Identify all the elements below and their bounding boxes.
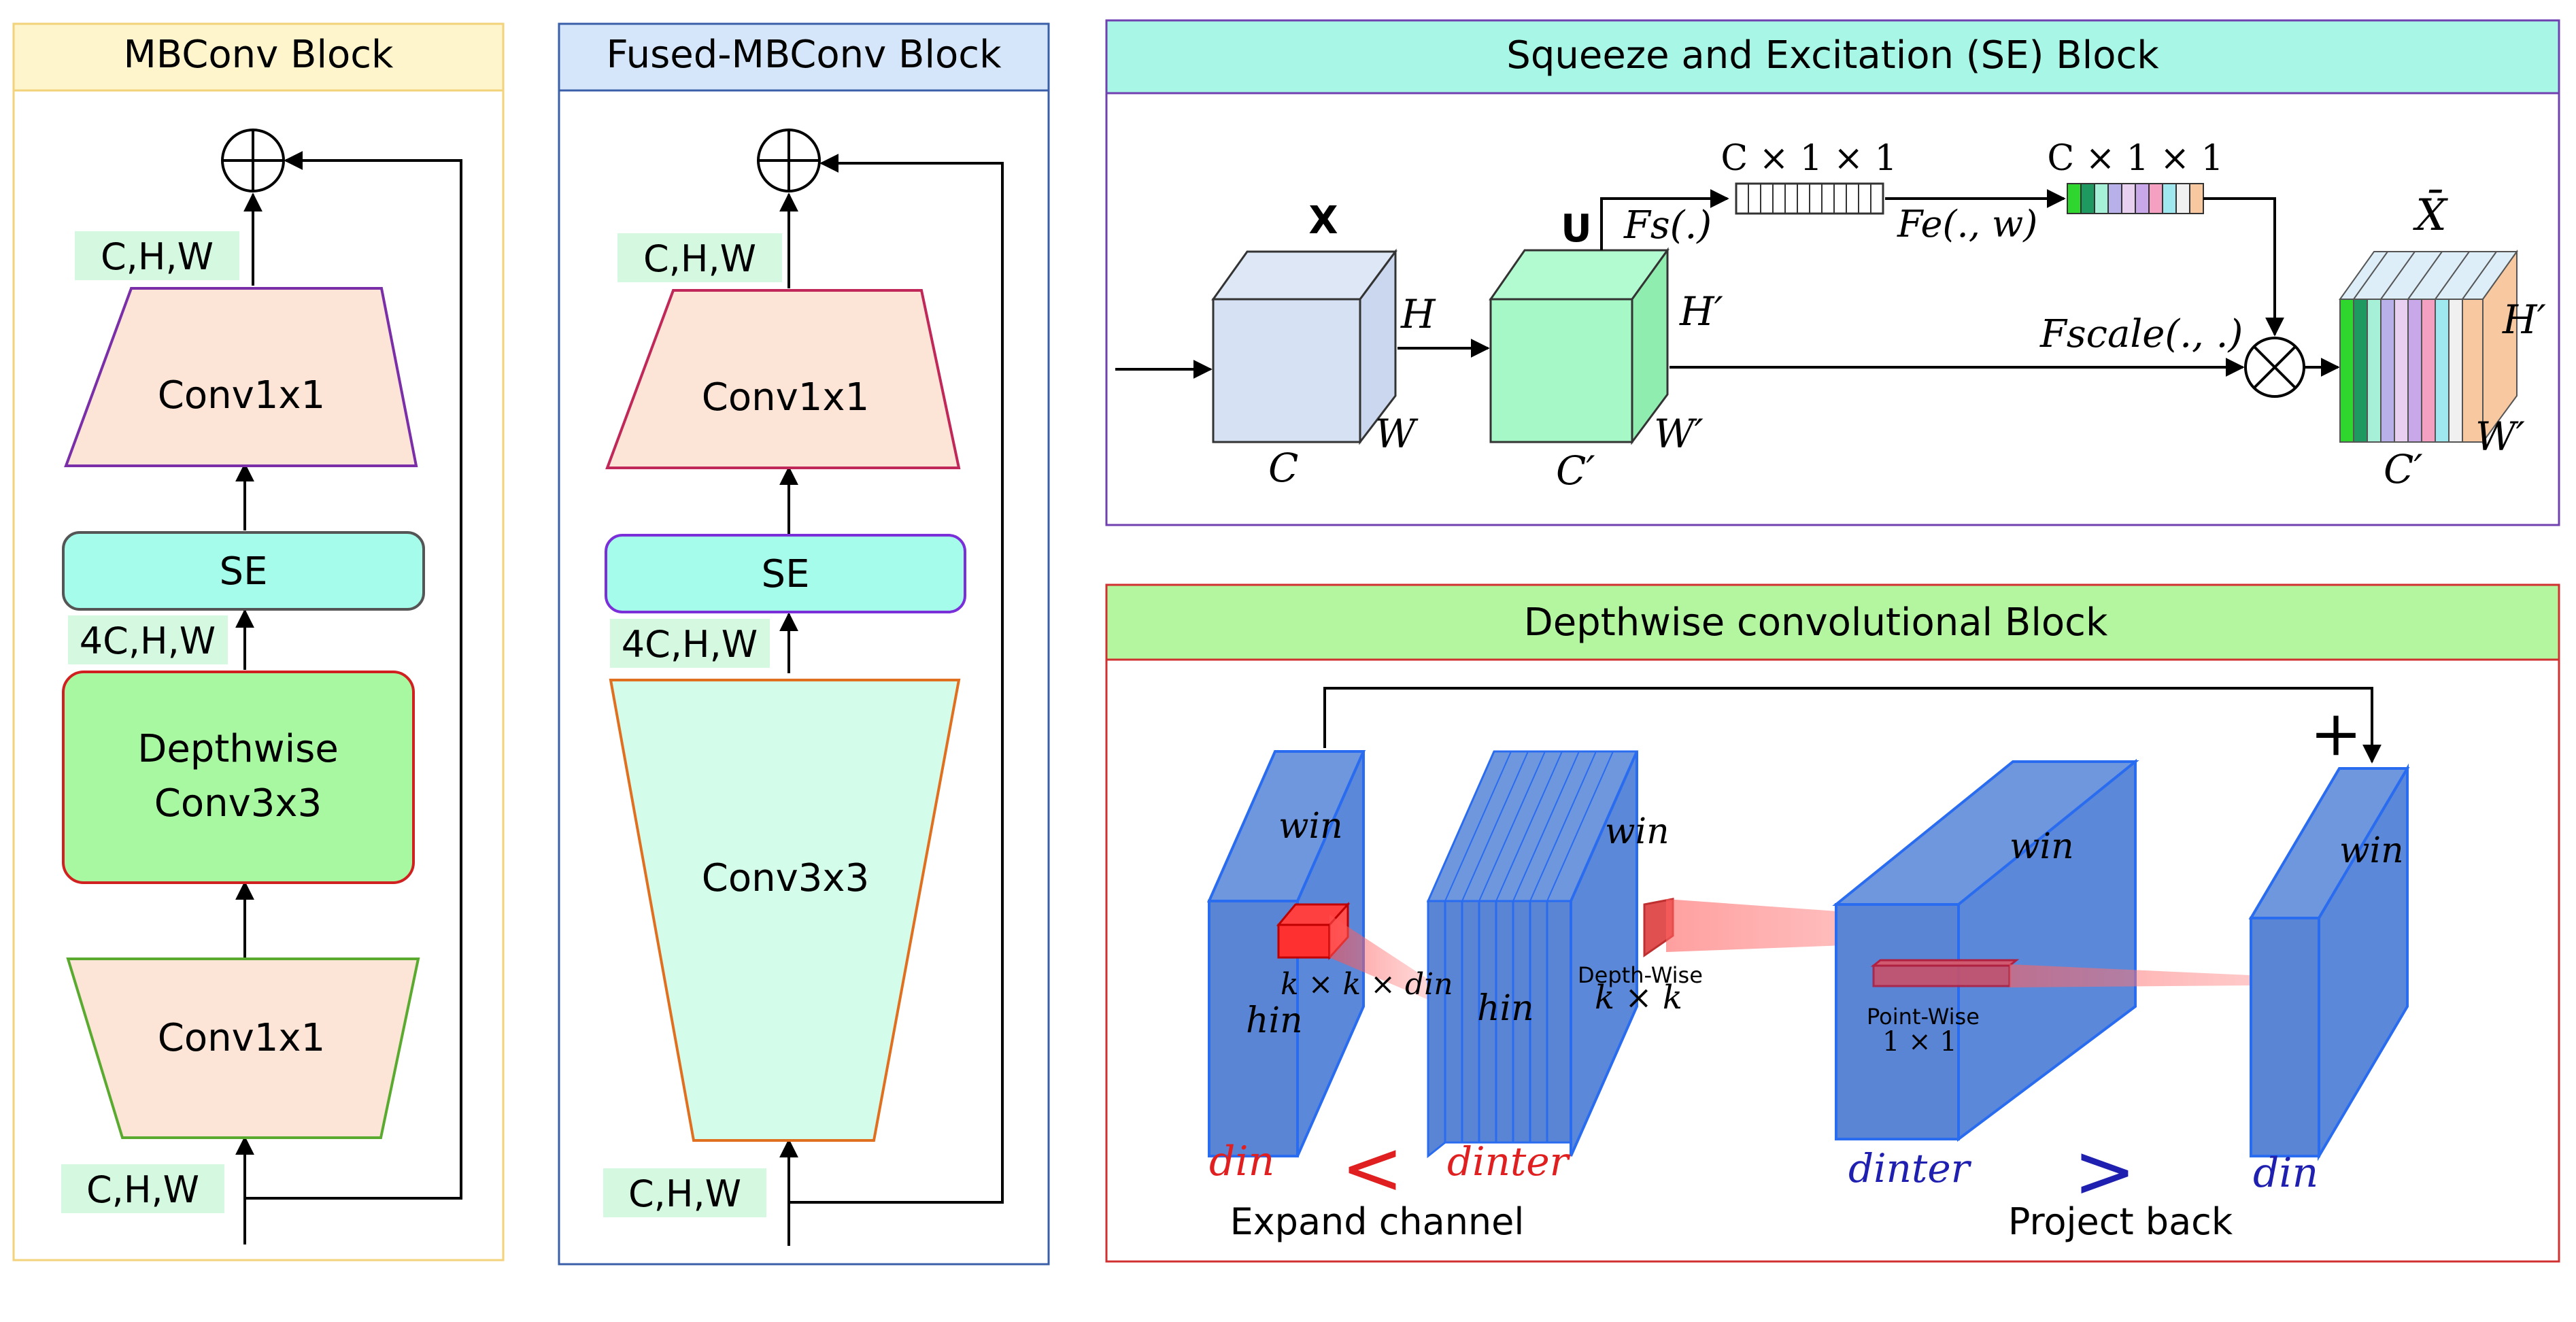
dw-one-by-one: 1 × 1 [1882, 1026, 1957, 1057]
se-title: Squeeze and Excitation (SE) Block [1506, 33, 2159, 78]
dw-skip-line [1323, 687, 2382, 764]
mbconv-se-box [62, 531, 425, 611]
se-excitation-vector [2067, 183, 2204, 214]
se-c-prime-label: C′ [1556, 447, 1595, 494]
mbconv-dims-mid-badge [68, 615, 228, 664]
dw-w-in-1: win [1278, 806, 1343, 847]
fused-conv3x3-label: Conv3x3 [702, 856, 869, 900]
mbconv-conv1x1-top-label: Conv1x1 [158, 373, 325, 418]
fused-conv1x1-top [605, 289, 961, 469]
dw-depth-wise: Depth-Wise [1578, 962, 1703, 988]
dw-greater-than: > [2073, 1128, 2136, 1215]
fused-dims-top: C,H,W [643, 237, 756, 280]
fused-dims-bottom: C,H,W [628, 1172, 741, 1215]
dw-expand-label: Expand channel [1230, 1200, 1525, 1243]
se-out-w-label: W′ [2475, 413, 2525, 460]
dw-beam-1 [1329, 915, 1428, 1000]
se-xbar-label: X̄ [2412, 189, 2448, 241]
mbconv-depthwise-box [62, 671, 415, 884]
dw-kernel-cube [1276, 902, 1351, 960]
dw-kkd: k × k × din [1281, 967, 1453, 1002]
fused-header [558, 22, 1050, 92]
se-out-c-label: C′ [2384, 446, 2423, 492]
dw-output-slab [2248, 763, 2410, 1162]
fused-title: Fused-MBConv Block [606, 33, 1002, 77]
dw-d-in-right: din [2253, 1149, 2318, 1197]
se-u-cube [1489, 247, 1670, 445]
fused-dims-mid-badge [610, 619, 770, 668]
dw-header [1105, 583, 2560, 661]
fused-dims-mid: 4C,H,W [622, 623, 758, 666]
se-w-label: W [1375, 411, 1419, 457]
fused-dims-bottom-badge [603, 1168, 766, 1217]
dw-less-than: < [1341, 1124, 1404, 1211]
se-fe-label: Fe(., w) [1897, 203, 2037, 245]
fused-residual-line [789, 154, 1004, 1204]
mbconv-dims-bottom: C,H,W [86, 1168, 199, 1211]
mbconv-residual-line [245, 151, 462, 1200]
mbconv-title: MBConv Block [123, 33, 394, 77]
dw-title: Depthwise convolutional Block [1524, 600, 2108, 645]
se-x-label: X [1308, 199, 1338, 243]
mbconv-conv1x1-bottom-label: Conv1x1 [158, 1016, 325, 1060]
se-h-prime-label: H′ [1679, 288, 1723, 335]
mbconv-dims-mid: 4C,H,W [80, 620, 216, 662]
se-c-label: C [1268, 445, 1298, 491]
dw-plus: + [2309, 697, 2362, 770]
se-output-cube [2339, 249, 2518, 445]
se-input-cube [1211, 248, 1397, 445]
fused-conv1x1-top-label: Conv1x1 [702, 375, 869, 420]
se-out-h-label: H′ [2502, 296, 2546, 343]
dw-pointwise-kernel [1870, 959, 2020, 987]
mbconv-dims-top: C,H,W [101, 235, 214, 278]
se-h-label: H [1400, 291, 1436, 337]
mbconv-depthwise-line2: Conv3x3 [154, 781, 322, 826]
dw-d-in-left: din [1209, 1138, 1274, 1185]
se-cx11-a: C × 1 × 1 [1721, 138, 1897, 179]
dw-stacked-slabs [1426, 750, 1639, 1159]
dw-d-inter-right: dinter [1848, 1145, 1972, 1191]
se-squeeze-vector [1735, 182, 1884, 215]
dw-w-in-3: win [2010, 826, 2074, 867]
fused-conv3x3 [609, 679, 961, 1142]
dw-h-in-1: hin [1246, 1000, 1303, 1041]
dw-project-label: Project back [2008, 1200, 2233, 1243]
dw-kk: k × k [1595, 979, 1682, 1017]
mbconv-se-label: SE [220, 549, 268, 594]
se-fscale-label: Fscale(., .) [2039, 312, 2243, 356]
dw-w-in-4: win [2339, 830, 2404, 871]
fused-panel: Fused-MBConv Block C,H,W Conv1x1 SE 4C,H… [558, 22, 1050, 1266]
fused-se-label: SE [762, 552, 810, 596]
se-w-prime-label: W′ [1654, 411, 1704, 457]
se-u-label: U [1561, 207, 1591, 251]
fused-se-box [605, 534, 966, 613]
dw-panel: Depthwise convolutional Block + [1105, 583, 2560, 1263]
se-header [1105, 19, 2560, 95]
dw-d-inter-left: dinter [1447, 1138, 1571, 1185]
mbconv-panel: MBConv Block C,H,W Conv1x1 SE 4C,H,W Dep… [12, 22, 505, 1261]
mbconv-conv1x1-top [64, 287, 418, 467]
mbconv-dims-bottom-badge [61, 1164, 224, 1213]
mbconv-header [12, 22, 505, 92]
dw-w-in-2: win [1605, 811, 1670, 852]
mbconv-depthwise-line1: Depthwise [137, 727, 339, 771]
se-cx11-b: C × 1 × 1 [2047, 138, 2223, 179]
fused-dims-top-badge [617, 233, 782, 282]
se-panel: Squeeze and Excitation (SE) Block X H W … [1105, 19, 2560, 526]
mbconv-dims-top-badge [75, 231, 239, 280]
se-fs-label: Fs(.) [1623, 203, 1712, 248]
mbconv-conv1x1-bottom [66, 957, 420, 1139]
dw-h-in-2: hin [1477, 988, 1534, 1029]
dw-point-wise: Point-Wise [1867, 1004, 1980, 1030]
